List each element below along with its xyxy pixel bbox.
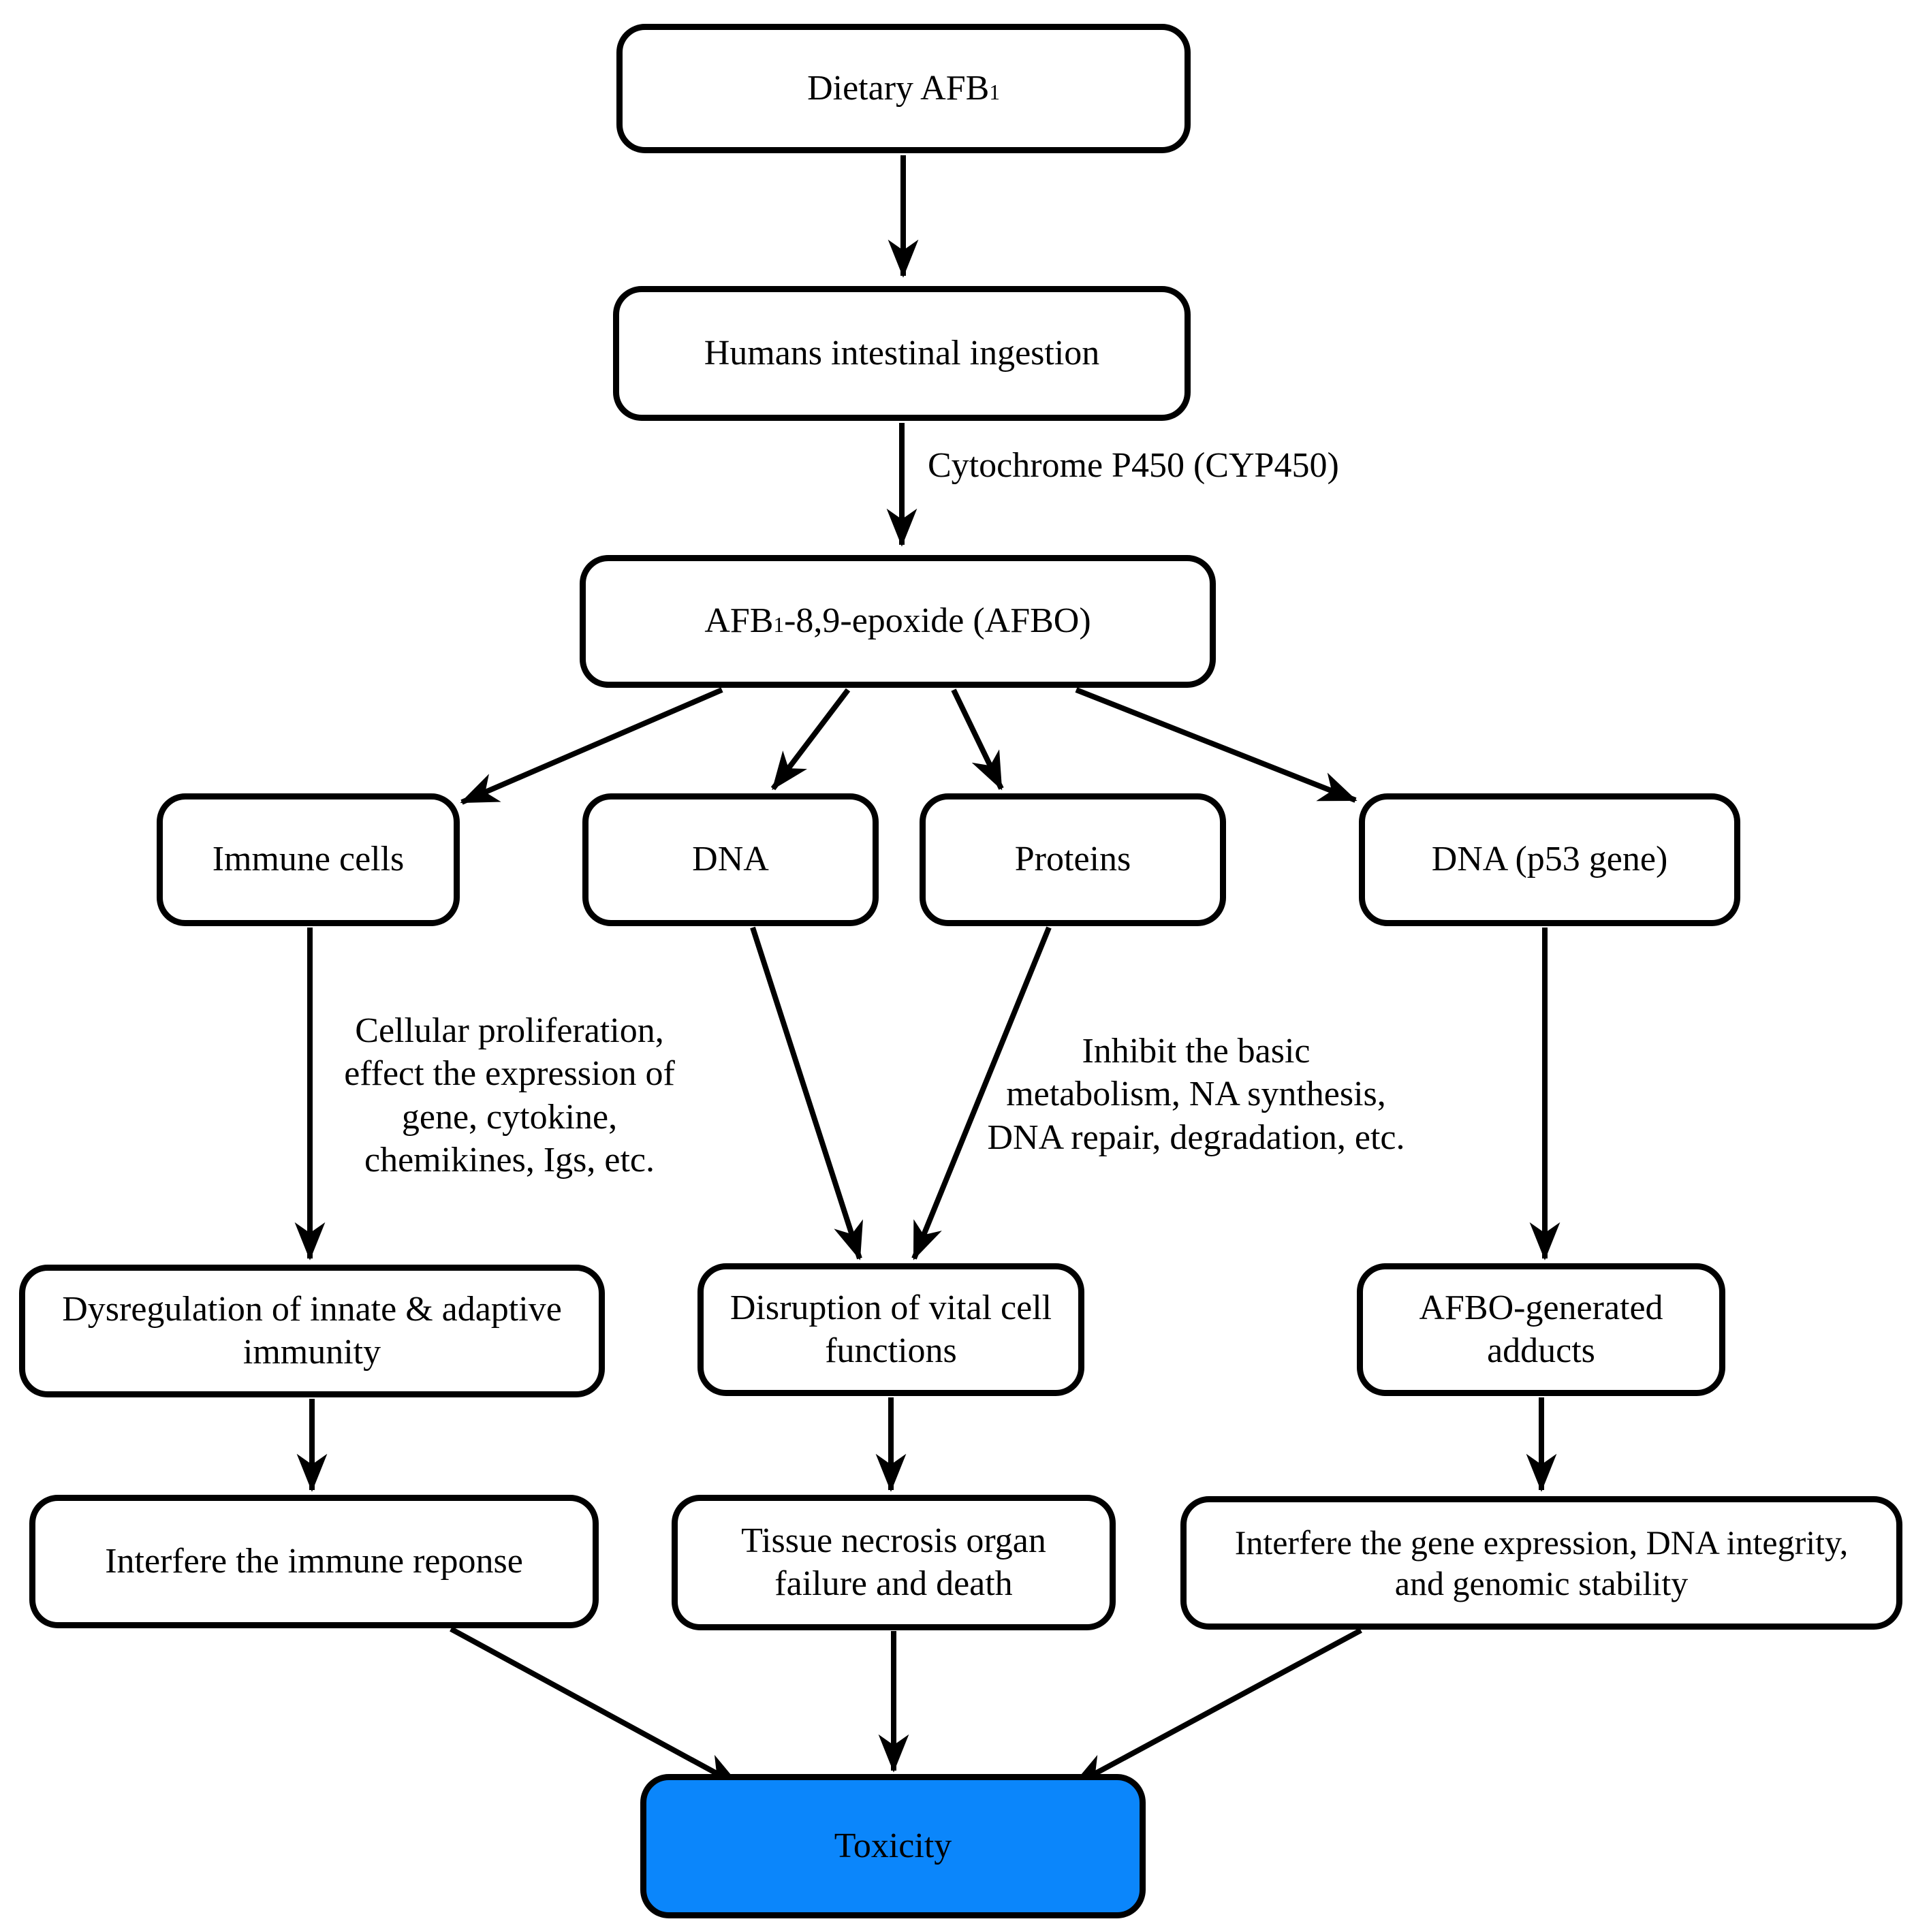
node-dysregulation-immunity: Dysregulation of innate & adaptive immun…: [19, 1265, 605, 1397]
edge-label-inhibit-metabolism: Inhibit the basic metabolism, NA synthes…: [987, 1032, 1405, 1157]
node-toxicity: Toxicity: [640, 1774, 1146, 1918]
edge-label-cyp450: Cytochrome P450 (CYP450): [928, 446, 1339, 485]
node-dysregulation-label: Dysregulation of innate & adaptive immun…: [62, 1290, 562, 1372]
node-afbo-adducts-label: AFBO-generated adducts: [1419, 1288, 1663, 1370]
node-dietary-afb1-label: Dietary AFB: [807, 68, 990, 108]
arrow-afbo-to-dna: [770, 688, 851, 791]
node-afbo-post: -8,9-epoxide (AFBO): [784, 601, 1091, 641]
node-dna-p53-gene: DNA (p53 gene): [1359, 793, 1740, 926]
afbo-subscript: 1: [773, 613, 785, 637]
node-dna-label: DNA: [692, 840, 769, 879]
node-interfere-immune-response: Interfere the immune reponse: [29, 1495, 599, 1628]
node-afb1-epoxide: AFB1-8,9-epoxide (AFBO): [580, 555, 1216, 688]
node-afbo-pre: AFB: [704, 601, 774, 641]
node-proteins: Proteins: [920, 793, 1226, 926]
edge-label-cellular-proliferation: Cellular proliferation, effect the expre…: [344, 1011, 675, 1180]
arrow-proteins-to-disruption: [911, 926, 1052, 1261]
node-interfere-gene-expression: Interfere the gene expression, DNA integ…: [1180, 1496, 1902, 1630]
arrow-immune-response-to-toxicity: [450, 1626, 741, 1788]
node-humans-intestinal-ingestion: Humans intestinal ingestion: [613, 286, 1191, 421]
node-afbo-generated-adducts: AFBO-generated adducts: [1357, 1263, 1725, 1396]
node-tissue-necrosis-label: Tissue necrosis organ failure and death: [741, 1521, 1046, 1603]
node-dna-p53-label: DNA (p53 gene): [1431, 840, 1668, 879]
node-disruption-label: Disruption of vital cell functions: [729, 1288, 1052, 1370]
arrow-dna-to-disruption: [750, 926, 863, 1261]
node-interfere-immune-label: Interfere the immune reponse: [105, 1541, 523, 1581]
node-humans-label: Humans intestinal ingestion: [704, 333, 1100, 373]
arrow-interfere-gene-to-toxicity: [1071, 1628, 1362, 1788]
arrow-afbo-to-proteins: [951, 688, 1004, 791]
afb1-subscript: 1: [989, 80, 1000, 104]
node-interfere-gene-label: Interfere the gene expression, DNA integ…: [1234, 1523, 1849, 1602]
node-dna: DNA: [582, 793, 879, 926]
node-dietary-afb1: Dietary AFB1: [616, 24, 1191, 153]
node-disruption-cell-functions: Disruption of vital cell functions: [697, 1263, 1084, 1396]
node-immune-cells-label: Immune cells: [212, 840, 405, 879]
arrow-afbo-to-immune-cells: [460, 687, 723, 805]
node-immune-cells: Immune cells: [157, 793, 460, 926]
node-toxicity-label: Toxicity: [834, 1826, 952, 1865]
node-tissue-necrosis: Tissue necrosis organ failure and death: [672, 1495, 1116, 1630]
arrow-afbo-to-dna-p53: [1075, 687, 1358, 803]
node-proteins-label: Proteins: [1014, 840, 1131, 879]
